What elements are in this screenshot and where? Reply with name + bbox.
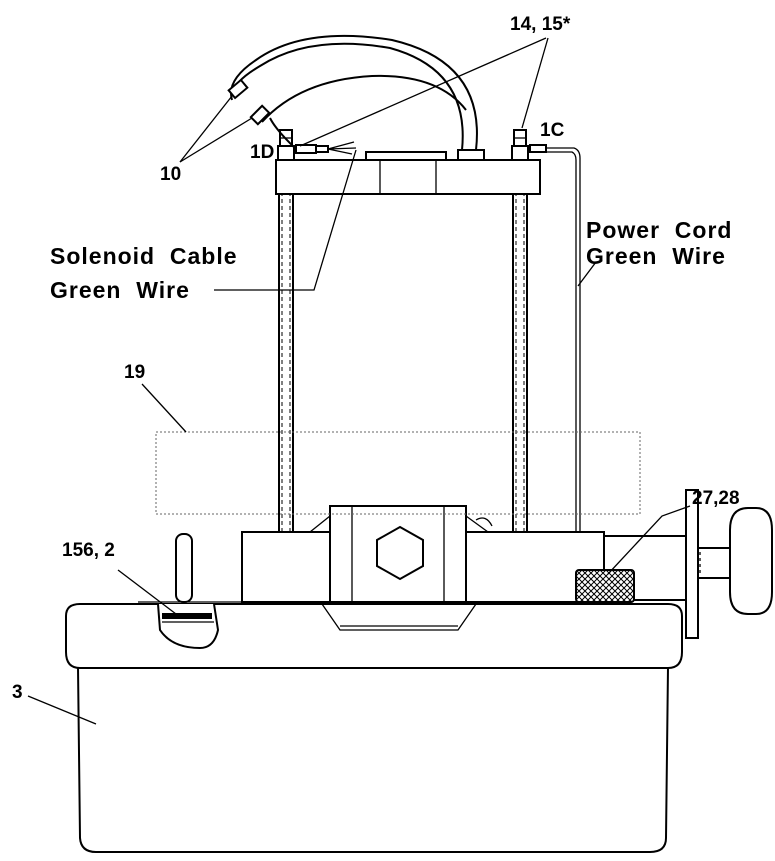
callout-1d: 1D [250,142,274,163]
wire-connector-icon [249,104,271,126]
wire-connector-icon [227,78,249,100]
tie-rods [278,191,528,533]
pump-block [175,505,605,603]
callout-10: 10 [160,164,181,185]
solenoid-top-plate [275,129,547,195]
valve-assembly [575,489,773,639]
callout-1c: 1C [540,120,565,141]
solenoid-label-line2: Green Wire [50,277,190,303]
callout-19: 19 [124,362,145,383]
callout-14-15: 14, 15* [510,14,571,35]
knurled-screw-icon [575,569,635,603]
callout-156-2: 156, 2 [62,540,115,561]
power-cord-label-line1: Power Cord [586,217,732,243]
wires [227,34,581,532]
callout-27-28: 27,28 [692,488,740,509]
housing [65,601,683,853]
leader-lines [27,37,691,725]
hex-nut [376,525,424,581]
power-cord-label-line2: Green Wire [586,243,726,269]
callout-3: 3 [12,682,23,703]
item-19-outline [155,431,641,515]
solenoid-label-line1: Solenoid Cable [50,243,238,269]
callout-labels: 14, 15* 10 1D 1C Power Cord Green Wire S… [12,14,740,703]
